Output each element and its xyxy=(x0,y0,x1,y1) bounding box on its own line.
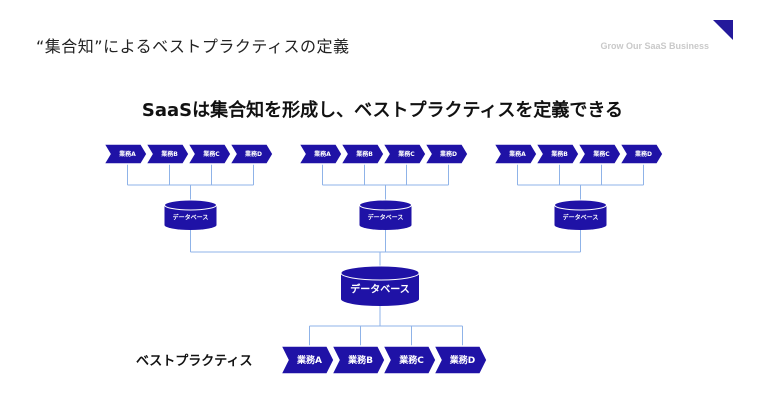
slide-title: “集合知”によるベストプラクティスの定義 xyxy=(36,37,350,56)
process-chevron xyxy=(432,345,488,375)
process-label: 業務C xyxy=(397,150,415,158)
process-chevron xyxy=(144,143,190,165)
process-label: 業務D xyxy=(244,150,262,158)
process-chevron xyxy=(297,143,343,165)
process-chevron xyxy=(423,143,469,165)
process-label: 業務B xyxy=(550,150,568,158)
process-label: 業務C xyxy=(592,150,610,158)
process-label: 業務D xyxy=(449,354,475,366)
process-chevron xyxy=(534,143,580,165)
process-label: 業務B xyxy=(160,150,178,158)
group-database-label: データベース xyxy=(368,213,404,221)
corner-accent xyxy=(713,20,733,40)
process-chevron xyxy=(576,143,622,165)
process-label: 業務D xyxy=(439,150,457,158)
process-chevron xyxy=(330,345,386,375)
process-chevron xyxy=(228,143,274,165)
group-database-label: データベース xyxy=(563,213,599,221)
process-chevron xyxy=(339,143,385,165)
process-label: 業務A xyxy=(296,354,322,366)
central-database-label: データベース xyxy=(350,283,410,296)
process-label: 業務C xyxy=(202,150,220,158)
process-chevron xyxy=(279,345,335,375)
brand-label: Grow Our SaaS Business xyxy=(600,41,709,51)
group-database-top xyxy=(164,199,217,211)
process-chevron xyxy=(186,143,232,165)
process-chevron xyxy=(102,143,148,165)
process-chevron xyxy=(381,143,427,165)
process-label: 業務A xyxy=(313,150,331,158)
process-chevron xyxy=(618,143,664,165)
group-database-top xyxy=(554,199,607,211)
best-practice-label: ベストプラクティス xyxy=(136,354,253,369)
process-label: 業務B xyxy=(355,150,373,158)
group-database-top xyxy=(359,199,412,211)
process-label: 業務A xyxy=(118,150,136,158)
process-chevron xyxy=(381,345,437,375)
process-label: 業務C xyxy=(398,354,424,366)
process-label: 業務D xyxy=(634,150,652,158)
process-label: 業務A xyxy=(508,150,526,158)
process-label: 業務B xyxy=(347,354,373,366)
group-database-label: データベース xyxy=(173,213,209,221)
process-chevron xyxy=(492,143,538,165)
headline: SaaSは集合知を形成し、ベストプラクティスを定義できる xyxy=(141,100,624,121)
central-database-top xyxy=(340,265,420,281)
